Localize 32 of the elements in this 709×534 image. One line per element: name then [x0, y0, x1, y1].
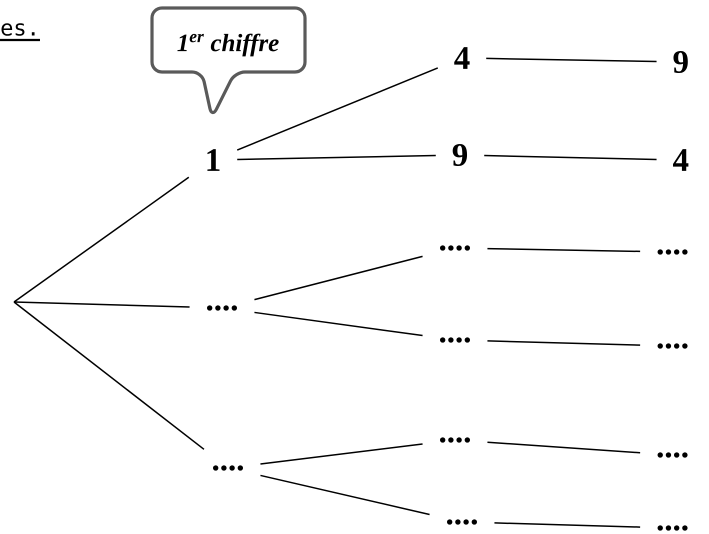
tree-value: 9: [673, 50, 688, 74]
branch-line: [14, 301, 190, 308]
branch-line: [260, 474, 430, 516]
tree-value: ....: [207, 305, 237, 311]
tree-value: ....: [440, 337, 470, 343]
tree-value: ....: [658, 525, 688, 531]
branch-line: [487, 441, 640, 454]
branch-line: [487, 248, 640, 252]
branch-line: [260, 443, 423, 465]
branch-line: [254, 256, 423, 300]
tree-value: 9: [452, 144, 468, 166]
tree-value: 4: [454, 47, 470, 69]
branch-line: [494, 522, 640, 528]
branch-line: [254, 312, 423, 336]
tree-value: ....: [658, 452, 688, 458]
branch-line: [14, 301, 204, 450]
tree-value: ....: [658, 249, 688, 255]
tree-value: ....: [447, 519, 477, 525]
branch-line: [14, 176, 190, 303]
tree-value: ....: [658, 343, 688, 349]
heading-fragment: es.: [0, 23, 40, 42]
tree-value: ....: [440, 245, 470, 251]
branch-line: [484, 154, 657, 160]
branch-line: [237, 154, 436, 160]
speech-bubble: 1$^{er}$ chiffre: [150, 6, 307, 114]
tree-value: 1: [207, 149, 220, 171]
tree-value: ....: [440, 437, 470, 443]
tree-value: 4: [673, 149, 688, 171]
branch-line: [236, 67, 438, 151]
branch-line: [486, 58, 657, 62]
tree-value: ....: [213, 465, 243, 471]
branch-line: [487, 340, 640, 346]
